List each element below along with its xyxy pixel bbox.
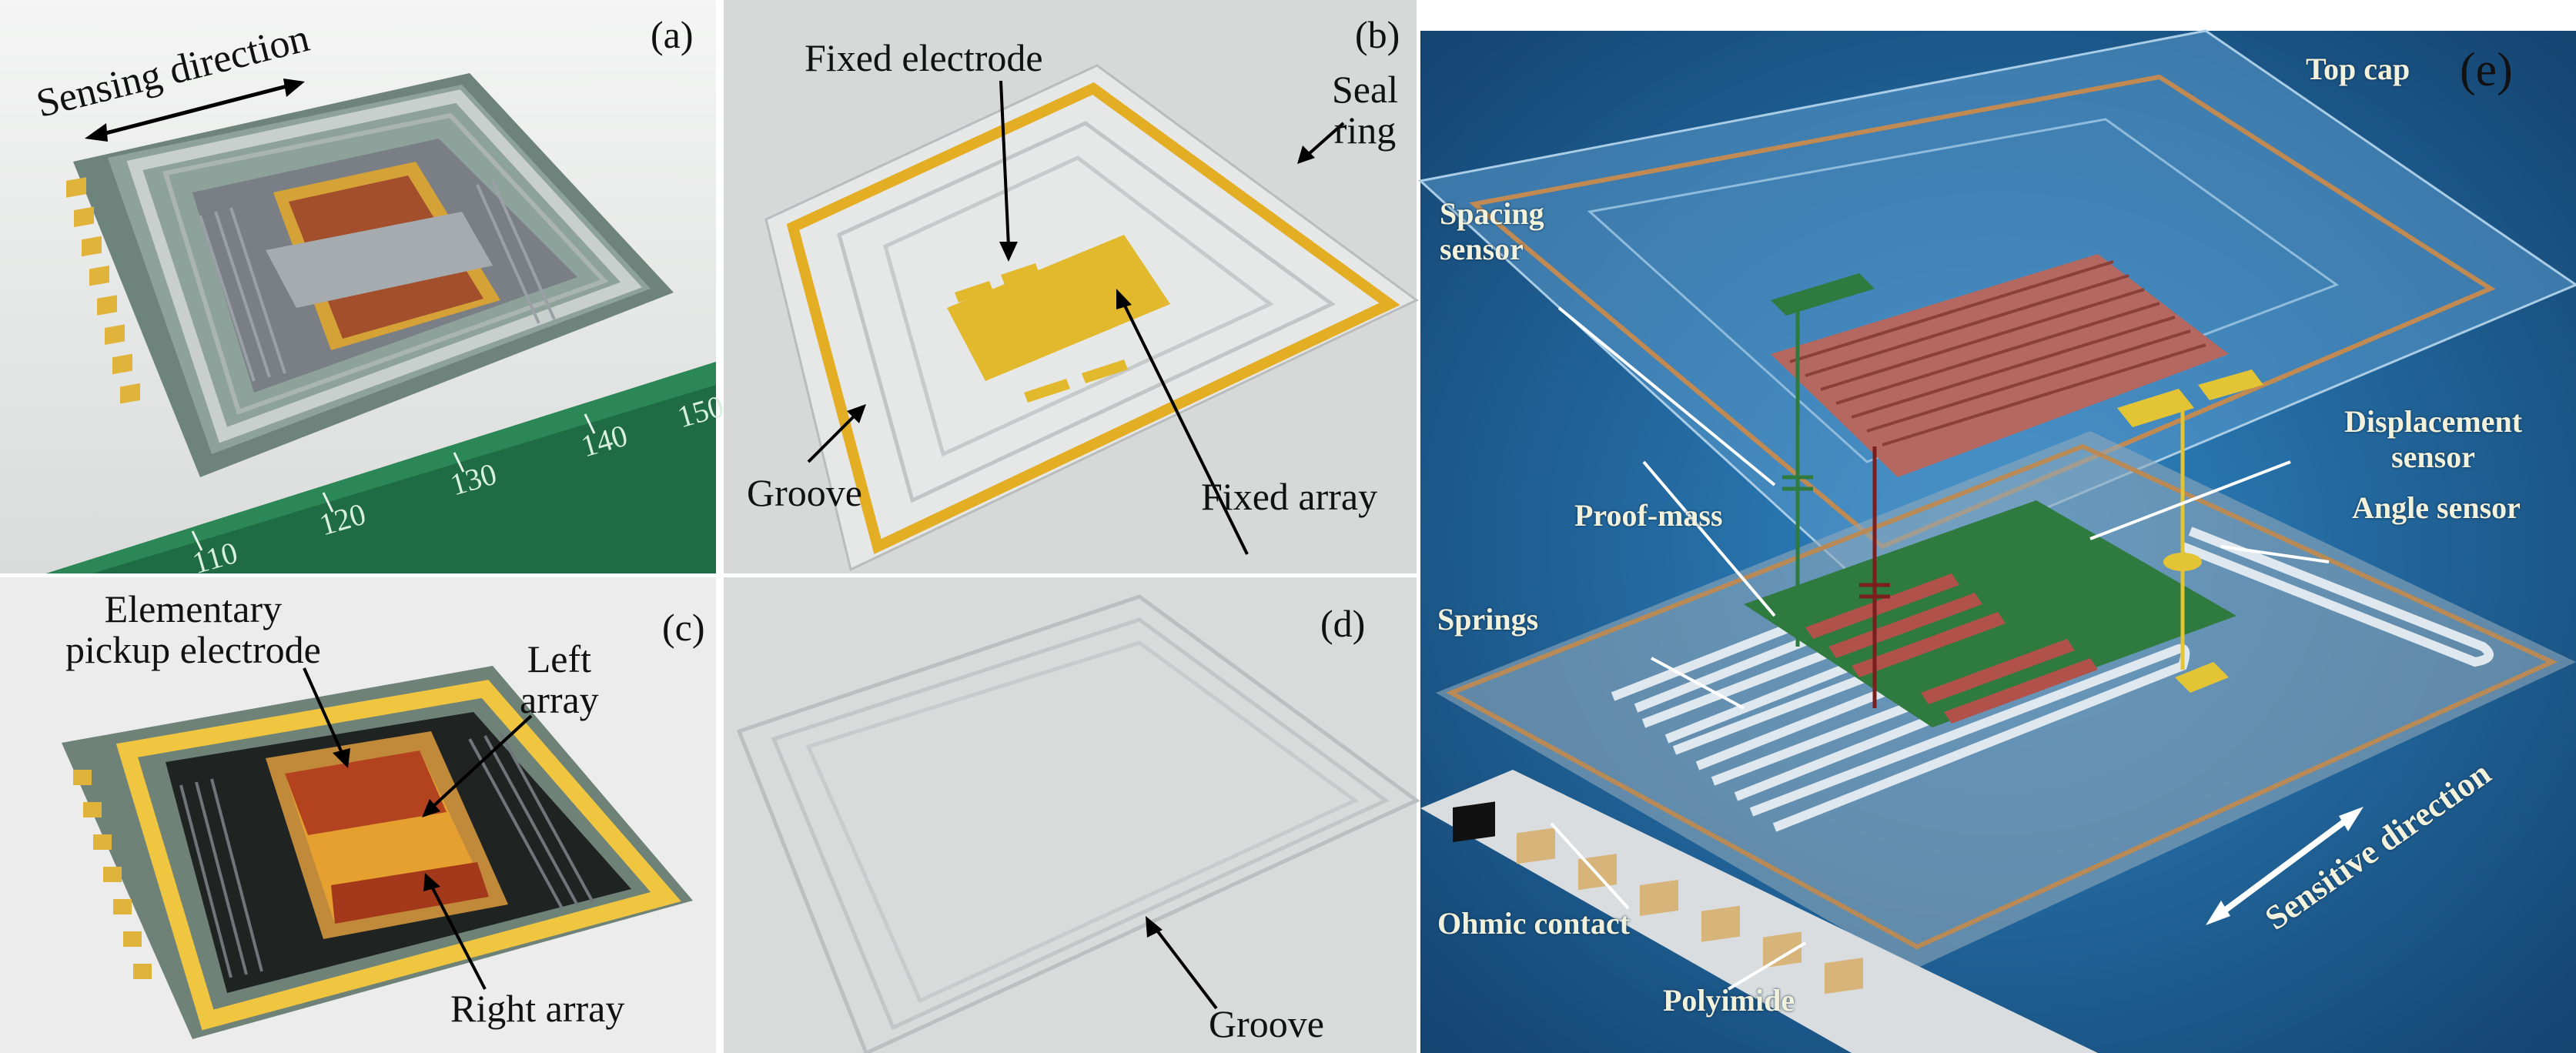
fixed-array-label: Fixed array — [1201, 475, 1378, 518]
panel-d-photo — [724, 577, 1420, 1053]
groove-arrow — [1153, 926, 1218, 1010]
right-array-label: Right array — [450, 987, 625, 1030]
panel-b-label: (b) — [1355, 13, 1400, 56]
panel-a-label: (a) — [651, 13, 694, 56]
springs-label: Springs — [1437, 602, 1539, 637]
polyimide-substrate — [1420, 770, 2098, 1053]
ohmic-contact-label: Ohmic contact — [1437, 906, 1630, 941]
groove-label: Groove — [747, 471, 862, 514]
panel-e-label: (e) — [2460, 44, 2513, 96]
top-cap-label: Top cap — [2306, 52, 2410, 86]
panel-c-label: (c) — [662, 606, 705, 649]
sensitive-direction-arrow — [2215, 813, 2354, 919]
left-array-label: Left array — [520, 637, 599, 721]
seal-ring — [786, 82, 1400, 554]
fixed-electrode — [955, 281, 993, 303]
seal-ring-label: Seal ring — [1332, 68, 1399, 152]
panel-e-schematic — [1417, 29, 2576, 1053]
spacing-electrode — [1771, 273, 1875, 316]
spring-trace — [1445, 443, 2558, 950]
sensing-direction-arrow — [90, 81, 299, 139]
fixed-array — [947, 235, 1170, 381]
polyimide-label: Polyimide — [1663, 983, 1795, 1018]
proof-mass-label: Proof-mass — [1574, 498, 1723, 533]
ohmic-contact — [1453, 801, 1495, 843]
fixed-array-red — [1771, 254, 2229, 477]
groove-middle — [771, 617, 1390, 1031]
groove-inner — [883, 155, 1274, 457]
fixed-electrode-label: Fixed electrode — [805, 36, 1043, 79]
center-electrode — [266, 212, 493, 308]
panel-d-label: (d) — [1320, 602, 1366, 645]
top-cap-trace — [1469, 74, 2496, 550]
gold-seal-ring — [115, 680, 681, 1031]
panel-c: (c) Elementary pickup electrode Left arr… — [0, 577, 716, 1053]
bond-pads — [73, 770, 152, 979]
groove-inner — [805, 640, 1359, 1004]
groove-outer — [736, 594, 1420, 1053]
spacing-sensor-label: Spacing sensor — [1440, 196, 1544, 266]
angle-sensor-label: Angle sensor — [2352, 490, 2521, 525]
pickup-electrodes — [1805, 573, 2098, 724]
panel-b-photo — [724, 0, 1419, 573]
panel-b: (b) Fixed electrode Seal ring Groove Fix… — [724, 0, 1419, 573]
panel-a: (a) Sensing direction 110 120 130 140 15… — [0, 0, 728, 580]
groove-label: Groove — [1209, 1002, 1324, 1045]
displacement-sensor-label: Displacement sensor — [2344, 404, 2523, 474]
panel-d: (d) Groove — [724, 577, 1420, 1053]
panel-e: (e) Top cap Spacing sensor Displacement … — [1417, 29, 2576, 1053]
elementary-pickup-electrode-label: Elementary pickup electrode — [65, 587, 321, 671]
angle-electrode — [2117, 389, 2194, 427]
panel-a-photo — [0, 0, 716, 573]
bond-pads — [66, 177, 140, 404]
